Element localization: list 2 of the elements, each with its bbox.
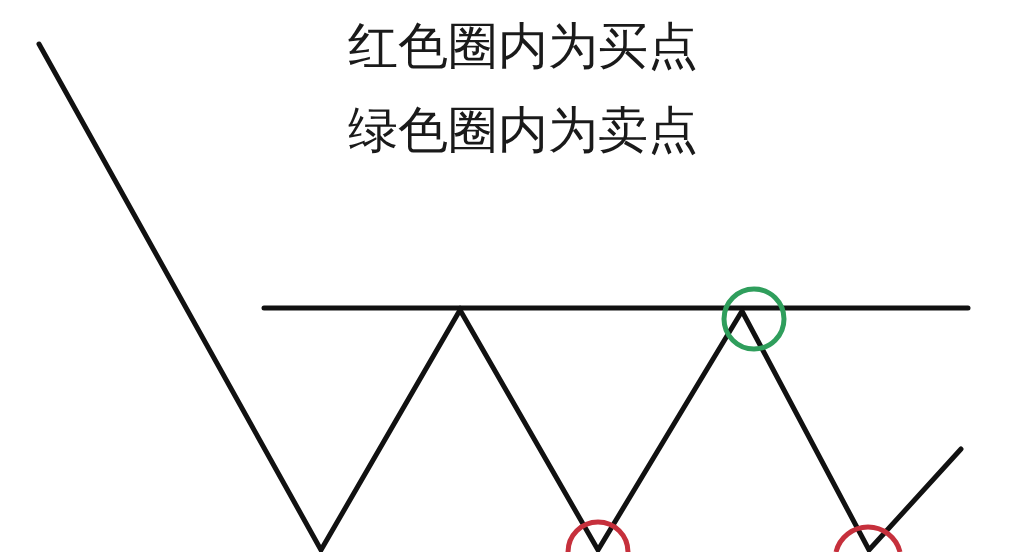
annotation-text: 绿色圈内为卖点 — [348, 104, 698, 156]
annotation-text: 红色圈内为买点 — [348, 20, 698, 72]
